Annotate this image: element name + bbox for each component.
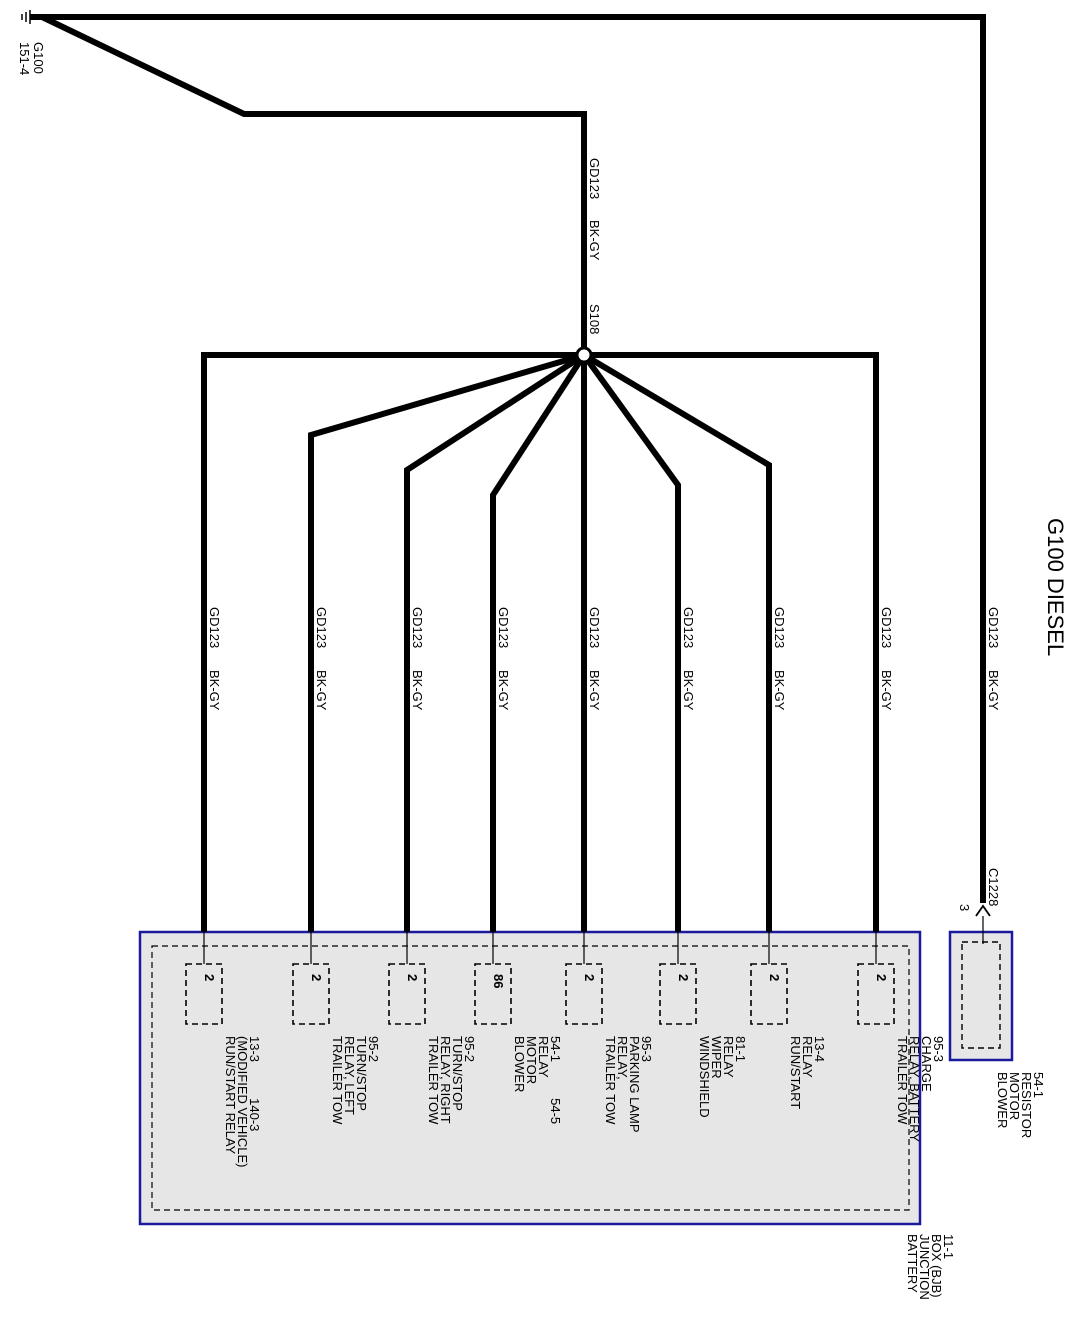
connector-c1228-icon	[975, 904, 991, 917]
branch-wire-color: BK-GY	[314, 670, 329, 711]
pin-box	[750, 963, 788, 1025]
device-label: TRAILER TOWRELAY, LEFTTURN/STOP95-2	[330, 1036, 381, 1125]
ground-icon	[21, 10, 31, 24]
branch-wire-circuit: GD123	[681, 607, 696, 648]
branch-wire-circuit: GD123	[410, 607, 425, 648]
pin-box	[857, 963, 895, 1025]
pin-box	[474, 963, 512, 1025]
pin-box	[388, 963, 426, 1025]
device-label: TRAILER TOWRELAY, RIGHTTURN/STOP95-2	[426, 1036, 477, 1125]
pin-number: 2	[405, 974, 420, 981]
branch-wire-color: BK-GY	[879, 670, 894, 711]
pin-number: 2	[309, 974, 324, 981]
splice-label: S108	[587, 304, 602, 334]
branch-wire-3	[404, 352, 586, 932]
branch-wire-color: BK-GY	[207, 670, 222, 711]
resistor-inner-dashed	[961, 941, 1001, 1049]
branch-wire-8	[584, 352, 879, 932]
branch-wire-circuit: GD123	[772, 607, 787, 648]
branch-wire-6	[581, 353, 681, 932]
resistor-pin-number: 3	[957, 904, 972, 911]
pin-number: 2	[582, 974, 597, 981]
branch-wire-color: BK-GY	[496, 670, 511, 711]
pin-box	[565, 963, 603, 1025]
resistor-box	[948, 930, 1014, 1062]
resistor-label: BLOWER MOTOR RESISTOR 54-1	[995, 1072, 1046, 1142]
branch-wire-2	[308, 352, 585, 932]
trunk-wire-color: BK-GY	[587, 220, 602, 261]
device-label: WINDSHIELDWIPERRELAY81-1	[697, 1036, 748, 1118]
ground-label: G100 151-4	[17, 42, 46, 77]
device-label: BLOWERMOTORRELAY54-1 54-5	[512, 1036, 563, 1124]
branch-wire-7	[582, 352, 772, 932]
bjb-box	[138, 930, 922, 1226]
pin-number: 2	[202, 974, 217, 981]
page-title: G100 DIESEL	[1043, 518, 1068, 656]
branch-wire-color: BK-GY	[681, 670, 696, 711]
branch-wire-color: BK-GY	[772, 670, 787, 711]
branch-wire-circuit: GD123	[207, 607, 222, 648]
branch-wire-circuit: GD123	[314, 607, 329, 648]
pin-number: 2	[767, 974, 782, 981]
branch-wire-color: BK-GY	[587, 670, 602, 711]
device-label: RUN/STARTRELAY13-4	[788, 1036, 827, 1109]
ground-to-splice-wire	[40, 14, 587, 355]
pin-box	[185, 963, 223, 1025]
device-label: RUN/START RELAY(MODIFIED VEHICLE)13-3 14…	[223, 1036, 262, 1167]
device-label: TRAILER TOWRELAY, BATTERYCHARGE95-3	[895, 1036, 946, 1142]
pin-number: 86	[491, 974, 506, 988]
right-wire-circuit: GD123	[986, 607, 1001, 648]
pin-box	[292, 963, 330, 1025]
branch-wire-color: BK-GY	[410, 670, 425, 711]
pin-number: 2	[676, 974, 691, 981]
branch-wire-circuit: GD123	[587, 607, 602, 648]
trunk-wire-circuit: GD123	[587, 158, 602, 199]
pin-box	[659, 963, 697, 1025]
branch-wire-4	[490, 353, 587, 932]
device-label: TRAILER TOWRELAY,PARKING LAMP95-3	[603, 1036, 654, 1133]
top-wire	[30, 14, 986, 903]
branch-wire-1	[201, 352, 584, 932]
pin-number: 2	[874, 974, 889, 981]
splice-node	[575, 346, 593, 364]
right-wire-color: BK-GY	[986, 670, 1001, 711]
branch-wire-circuit: GD123	[879, 607, 894, 648]
bjb-inner-dashed	[151, 945, 910, 1211]
connector-label: C1228	[986, 868, 1001, 906]
bjb-label: BATTERY JUNCTION BOX (BJB) 11-1	[905, 1234, 956, 1303]
branch-wire-circuit: GD123	[496, 607, 511, 648]
